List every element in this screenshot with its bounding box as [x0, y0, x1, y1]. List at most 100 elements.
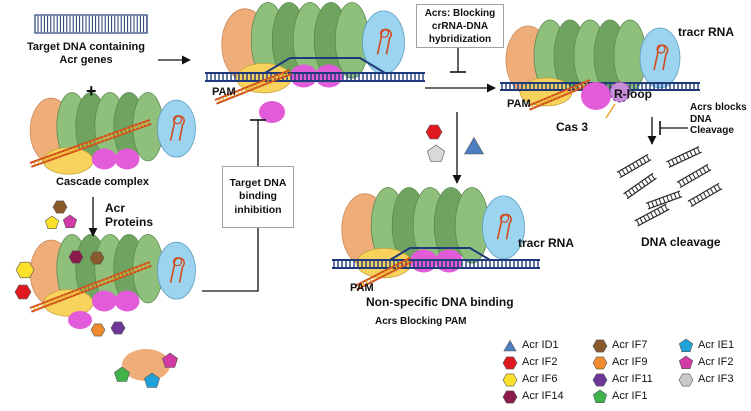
crrna-rung: [70, 291, 74, 297]
dna-rung: [689, 200, 694, 206]
cas5-protein: [91, 290, 117, 312]
crrna-rung: [137, 123, 141, 129]
acr-hexagon-icon: [15, 261, 35, 279]
legend-label: Acr IE1: [698, 339, 735, 351]
legend-label: Acr IF1: [612, 390, 648, 402]
crrna-rung: [387, 268, 391, 274]
dna-fragment: [676, 163, 712, 189]
dna-rung: [662, 197, 666, 203]
crrna-rung: [141, 264, 145, 269]
tracr-rna-label-right: tracr RNA: [678, 25, 735, 39]
crrna-rung: [531, 104, 535, 109]
crrna-rung: [44, 302, 48, 307]
crrna-rung: [126, 128, 129, 133]
crrna-rung: [391, 267, 395, 272]
legend-shapes: [502, 338, 694, 404]
legend-hexagon-icon: [502, 356, 518, 370]
crrna-rung: [56, 153, 60, 158]
dna-rung: [685, 152, 690, 159]
crrna-rung: [111, 276, 115, 281]
hairpin-loop: [172, 115, 183, 125]
dna-rung: [635, 161, 640, 167]
crrna-rung: [138, 266, 141, 271]
crrna-strand: [31, 122, 152, 168]
crrna-rung: [141, 122, 145, 127]
crrna-rung: [266, 78, 270, 83]
crrna-rung: [358, 283, 362, 288]
dna-rung: [702, 167, 707, 173]
crrna-rung: [33, 306, 36, 311]
crrna-rung: [33, 161, 36, 166]
crrna-rung: [100, 280, 104, 285]
dna-rung: [692, 198, 697, 204]
dna-rung: [650, 174, 656, 180]
cas5-protein: [114, 148, 140, 170]
crrna-rung: [93, 283, 96, 288]
crrna-rung: [44, 157, 48, 162]
dna-rung: [716, 184, 721, 190]
crrna-rung: [130, 126, 133, 131]
legend-label: Acr IF11: [612, 373, 653, 385]
crrna-rung: [539, 100, 542, 106]
legend-label: Acr IF9: [612, 356, 648, 368]
crrna-rung: [581, 82, 585, 88]
dna-rung: [657, 208, 661, 215]
crrna-rung: [546, 97, 550, 102]
target-dna-ladder: [34, 14, 148, 34]
crrna-rung: [59, 296, 63, 301]
crrna-rung: [118, 130, 121, 136]
cas5-protein: [259, 101, 285, 123]
cas6-protein: [157, 99, 196, 158]
legend-label: Acr IF2: [698, 356, 734, 368]
legend-label: Acr IF3: [698, 373, 734, 385]
crrna-rung: [79, 144, 83, 149]
crrna-rung: [71, 147, 75, 152]
dna-rung: [670, 194, 674, 201]
dna-rung: [658, 198, 662, 205]
crrna-rung: [114, 132, 118, 137]
dna-rung: [666, 195, 670, 202]
legend-label: Acr IF7: [612, 339, 648, 351]
dna-rung: [699, 194, 704, 200]
crrna-rung: [63, 294, 66, 300]
dna-fragment: [687, 182, 723, 208]
legend-label: Acr ID1: [522, 339, 559, 351]
dna-strand: [637, 208, 670, 227]
cas5-protein: [114, 290, 140, 312]
dna-rung: [650, 212, 654, 218]
dna-rung: [645, 155, 650, 161]
dna-rung: [664, 204, 668, 211]
cas5-protein: [290, 64, 318, 88]
crrna-rung: [64, 150, 67, 155]
dna-rung: [625, 167, 630, 173]
crrna-rung: [83, 143, 87, 148]
crrna-rung: [89, 284, 93, 289]
crrna-rung: [55, 297, 59, 302]
crrna-rung: [535, 102, 538, 107]
legend-pentagon-icon: [678, 338, 694, 353]
tracr-rna-label-bottom: tracr RNA: [518, 236, 575, 250]
crrna-rung: [145, 121, 149, 126]
pentagon-icon: [44, 215, 60, 229]
legend-hexagon-icon: [678, 373, 694, 387]
acr-proteins-label: Acr Proteins: [105, 201, 154, 229]
cascade-complex: [29, 92, 196, 175]
dna-rung: [682, 154, 686, 160]
r-loop-strand: [389, 247, 491, 261]
crrna-rung: [577, 84, 581, 89]
target-binding-inhibition-box: Target DNA binding inhibition: [222, 166, 294, 228]
crrna-rung: [99, 137, 102, 143]
cas8-protein: [122, 349, 170, 381]
crrna-rung: [81, 287, 85, 292]
crrna-rung: [380, 272, 384, 277]
crrna-rung: [383, 270, 387, 275]
plus-sign: +: [86, 81, 97, 101]
dna-rung: [618, 171, 623, 177]
crrna-rung: [218, 98, 221, 103]
crrna-rung: [372, 276, 376, 281]
crrna-strand: [356, 260, 413, 291]
cas11-protein: [43, 147, 94, 175]
crrna-rung: [96, 281, 100, 287]
dna-rung: [709, 188, 714, 194]
hairpin-loop: [656, 44, 666, 54]
